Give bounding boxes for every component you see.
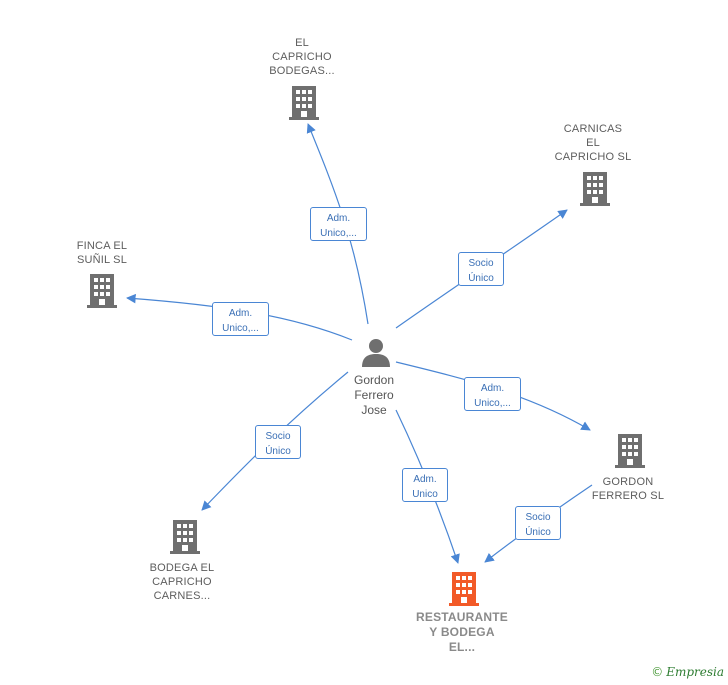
edge-label-socio-bodega: Socio Único bbox=[255, 425, 301, 459]
edge-label-socio-gordon-restaurante: Socio Único bbox=[515, 506, 561, 540]
node-label-carnicas[interactable]: CARNICAS EL CAPRICHO SL bbox=[554, 123, 632, 163]
building-icon bbox=[87, 274, 117, 308]
footer-brand: ©Empresia bbox=[651, 665, 724, 679]
copyright-icon: © bbox=[651, 665, 664, 679]
brand-logo: Empresia bbox=[666, 665, 724, 679]
edge-label-adm-el-capricho: Adm. Unico,... bbox=[310, 207, 367, 241]
building-icon bbox=[615, 434, 645, 468]
node-label-restaurante[interactable]: RESTAURANTE Y BODEGA EL... bbox=[416, 610, 508, 654]
node-label-el-capricho[interactable]: EL CAPRICHO BODEGAS... bbox=[269, 37, 335, 77]
node-label-gordon-sl[interactable]: GORDON FERRERO SL bbox=[591, 476, 665, 502]
person-label-gordon-ferrero-jose[interactable]: Gordon Ferrero Jose bbox=[353, 373, 395, 417]
building-main-icon bbox=[449, 572, 479, 606]
building-icon bbox=[170, 520, 200, 554]
building-icon bbox=[289, 86, 319, 120]
node-label-finca[interactable]: FINCA EL SUÑIL SL bbox=[76, 240, 128, 266]
building-icon bbox=[580, 172, 610, 206]
edge-label-adm-gordon-sl: Adm. Unico,... bbox=[464, 377, 521, 411]
person-icon bbox=[362, 339, 390, 367]
edge-label-adm-finca: Adm. Unico,... bbox=[212, 302, 269, 336]
node-label-bodega-carnes[interactable]: BODEGA EL CAPRICHO CARNES... bbox=[149, 562, 215, 602]
edge-label-adm-restaurante: Adm. Unico bbox=[402, 468, 448, 502]
edge-label-socio-carnicas: Socio Único bbox=[458, 252, 504, 286]
